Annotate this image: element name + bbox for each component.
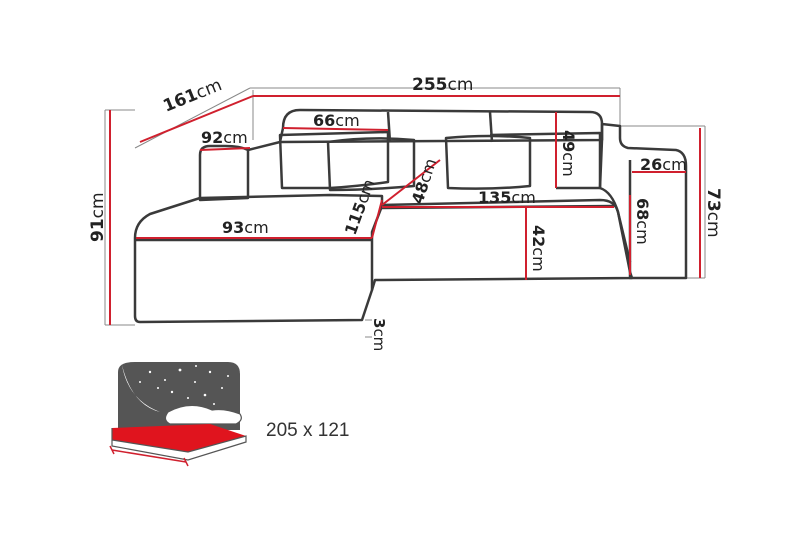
dim-line-seat-diag (381, 159, 441, 206)
bed-size-label: 205 x 121 (266, 420, 349, 441)
label-leg-height: 3cm (370, 318, 388, 351)
label-back-cushion: 66cm (313, 111, 360, 130)
pillow-right (444, 134, 532, 190)
label-armrest-left: 92cm (201, 128, 248, 147)
chaise-seat (133, 193, 384, 324)
label-armrest-right: 26cm (640, 155, 687, 174)
label-back-height: 49cm (559, 130, 578, 177)
armrest-left (198, 144, 250, 202)
dim-line-depth (139, 95, 254, 143)
main-seat (370, 198, 634, 291)
label-height-right: 73cm (703, 188, 723, 238)
reference-lines (104, 87, 706, 338)
dim-line-back-cushion (282, 127, 389, 131)
label-total-width: 255cm (412, 75, 473, 95)
dim-line-armrest-left (199, 147, 251, 151)
dimension-lines (109, 95, 701, 325)
label-side-height: 68cm (633, 198, 652, 245)
dim-line-chaise-diag (371, 199, 383, 239)
label-seat-height: 42cm (529, 225, 548, 272)
label-chaise-depth: 93cm (222, 218, 269, 237)
armrest-right (598, 122, 688, 280)
sleep-function-illustration: 205 x 121 (109, 362, 349, 467)
label-total-height: 91cm (88, 192, 108, 242)
pillow-left (326, 137, 416, 192)
dimension-labels: 255cm 161cm 92cm 66cm 49cm 26cm 91cm 73c… (88, 75, 723, 351)
label-seat-width: 135cm (478, 188, 536, 207)
bed-pillow-icon (164, 404, 242, 425)
